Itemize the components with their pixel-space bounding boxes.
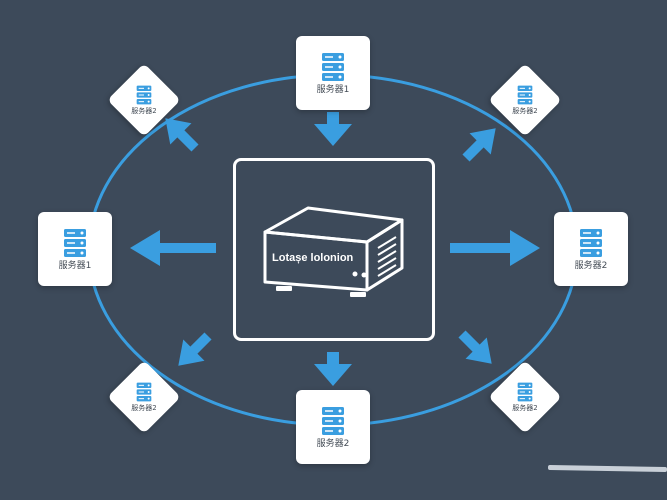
- server-node-bottom[interactable]: 服务器2: [296, 390, 370, 464]
- arrow-to-top: [314, 112, 352, 146]
- server-node-top[interactable]: 服务器1: [296, 36, 370, 110]
- server-node-label: 服务器2: [131, 107, 157, 115]
- server-node-left[interactable]: 服务器1: [38, 212, 112, 286]
- server-node-label: 服务器2: [512, 404, 538, 412]
- server-node-top-left[interactable]: 服务器2: [107, 63, 181, 137]
- server-node-right[interactable]: 服务器2: [554, 212, 628, 286]
- server-rack-icon: [64, 228, 86, 257]
- arrow-to-bottom-right: [458, 330, 492, 364]
- server-rack-icon: [517, 85, 533, 105]
- server-node-label: 服务器2: [316, 438, 350, 449]
- server-rack-icon: [322, 52, 344, 81]
- server-node-bottom-right[interactable]: 服务器2: [488, 360, 562, 434]
- arrow-to-top-right: [462, 128, 496, 162]
- server-node-label: 服务器1: [316, 84, 350, 95]
- arrow-to-top-left: [165, 118, 199, 152]
- server-rack-icon: [580, 228, 602, 257]
- arrow-to-bottom: [314, 352, 352, 386]
- server-node-label: 服务器2: [131, 404, 157, 412]
- server-node-label: 服务器2: [512, 107, 538, 115]
- server-rack-icon: [322, 406, 344, 435]
- arrow-to-bottom-left: [178, 332, 212, 366]
- server-node-top-right[interactable]: 服务器2: [488, 63, 562, 137]
- server-node-bottom-left[interactable]: 服务器2: [107, 360, 181, 434]
- server-rack-icon: [517, 382, 533, 402]
- center-device-frame: [233, 158, 435, 341]
- arrow-to-right: [450, 230, 540, 266]
- arrow-to-left: [130, 230, 216, 266]
- server-node-label: 服务器2: [574, 260, 608, 271]
- center-device-label: Lotașe lolonion: [272, 252, 354, 264]
- server-rack-icon: [136, 382, 152, 402]
- server-rack-icon: [136, 85, 152, 105]
- server-node-label: 服务器1: [58, 260, 92, 271]
